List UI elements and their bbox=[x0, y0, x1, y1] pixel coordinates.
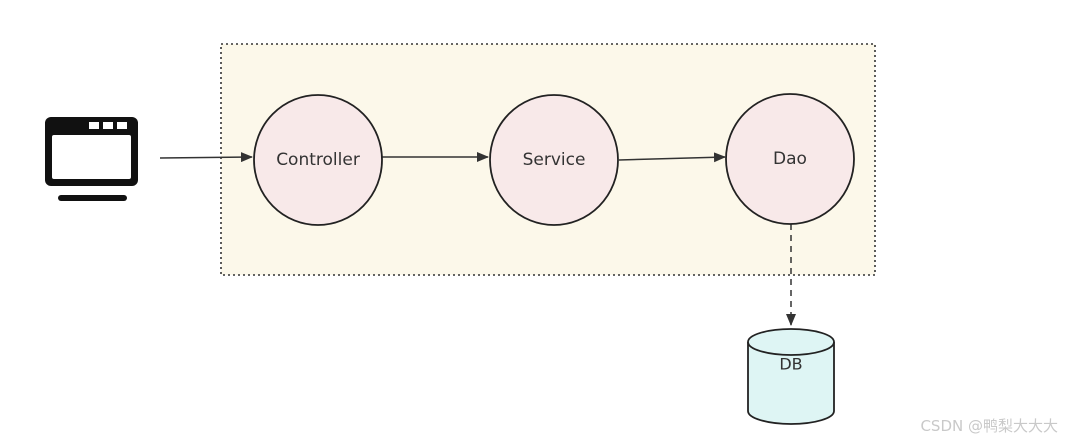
service-node: Service bbox=[489, 94, 619, 226]
watermark: CSDN @鸭梨大大大 bbox=[920, 417, 1058, 435]
database-cylinder: DB bbox=[747, 328, 835, 425]
browser-window-icon bbox=[45, 117, 138, 201]
database-label: DB bbox=[779, 355, 802, 374]
controller-node: Controller bbox=[253, 94, 383, 226]
arrow-client-to-controller bbox=[159, 152, 253, 163]
dao-label: Dao bbox=[773, 149, 807, 169]
controller-label: Controller bbox=[276, 150, 360, 170]
service-label: Service bbox=[523, 150, 586, 170]
arrow-service-to-dao bbox=[618, 152, 726, 163]
dao-node: Dao bbox=[725, 93, 855, 225]
